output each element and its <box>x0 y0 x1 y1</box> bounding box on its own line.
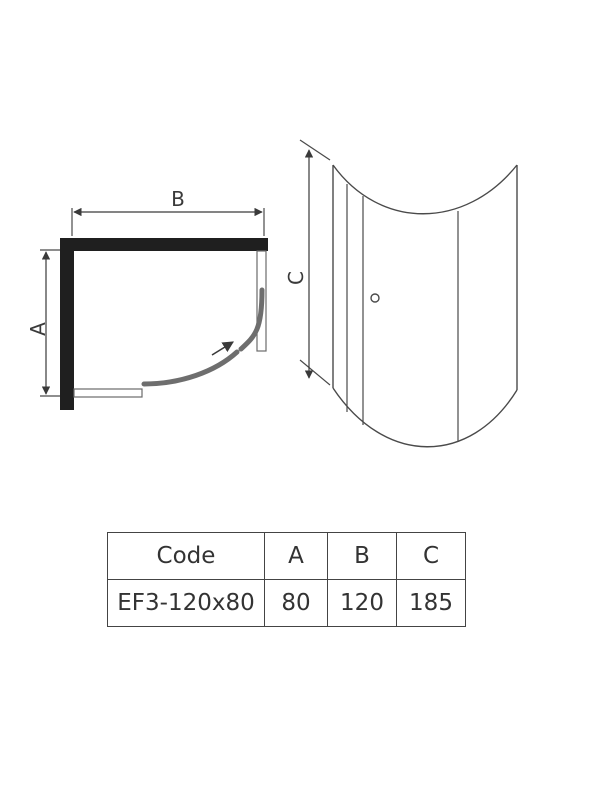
sliding-direction-arrow <box>211 341 234 356</box>
curved-door-left <box>141 349 240 387</box>
cell-code: EF3-120x80 <box>107 579 265 627</box>
elevation-view: C <box>284 139 518 448</box>
header-c: C <box>396 532 466 580</box>
header-b: B <box>327 532 397 580</box>
enclosure-top-curve <box>332 164 518 215</box>
plan-view: B A <box>26 187 268 410</box>
shower-enclosure-diagram: B A C <box>26 139 518 448</box>
cell-c: 185 <box>396 579 466 627</box>
fixed-panel-bottom <box>73 388 143 398</box>
cell-b: 120 <box>327 579 397 627</box>
dimension-a-label: A <box>26 322 50 336</box>
dimension-b: B <box>71 187 265 236</box>
dimension-a: A <box>26 249 62 397</box>
wall-left <box>60 238 74 410</box>
spec-table: Code A B C EF3-120x80 80 120 185 <box>107 532 466 627</box>
dimension-c-extension-bottom <box>299 359 331 386</box>
dimension-c: C <box>284 139 331 386</box>
table-row: EF3-120x80 80 120 185 <box>107 579 466 627</box>
dimension-c-label: C <box>284 271 308 285</box>
enclosure-bottom-curve <box>332 387 518 448</box>
header-a: A <box>264 532 328 580</box>
cell-a: 80 <box>264 579 328 627</box>
spec-table-header-row: Code A B C <box>107 532 466 580</box>
wall-top <box>60 238 268 251</box>
dimension-b-label: B <box>171 187 185 211</box>
dimension-c-extension-top <box>299 139 331 161</box>
curved-door-right <box>238 287 265 352</box>
header-code: Code <box>107 532 265 580</box>
door-knob-icon <box>370 293 380 303</box>
